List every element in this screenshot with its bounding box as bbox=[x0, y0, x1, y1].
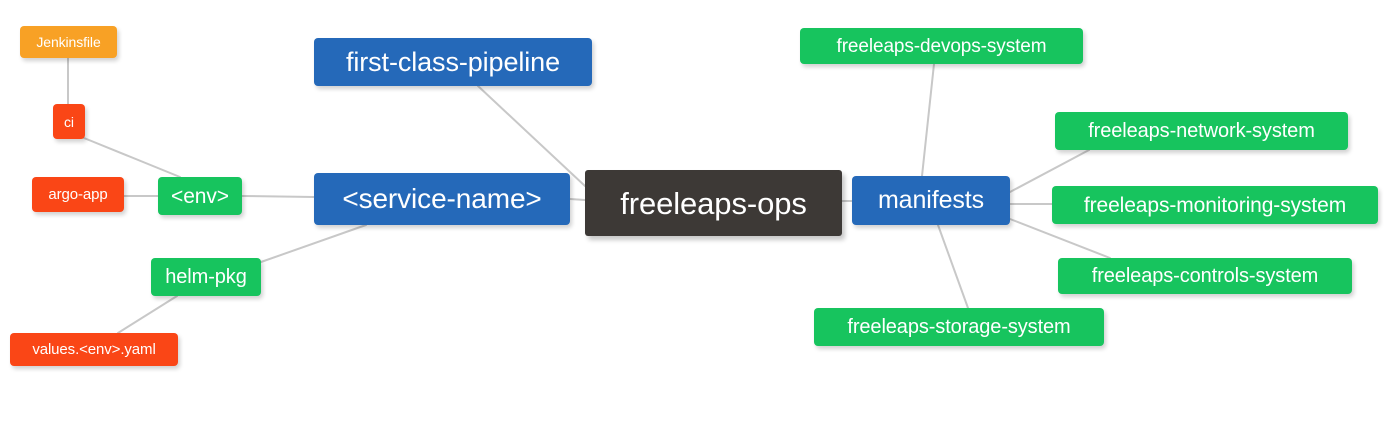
node-controls-system[interactable]: freeleaps-controls-system bbox=[1058, 258, 1352, 294]
node-env[interactable]: <env> bbox=[158, 177, 242, 215]
edge-service-name-to-env bbox=[241, 195, 315, 198]
edge-manifests-to-devops-system bbox=[921, 63, 935, 177]
edge-service-name-to-helm-pkg bbox=[260, 224, 367, 263]
node-storage-system[interactable]: freeleaps-storage-system bbox=[814, 308, 1104, 346]
edge-freeleaps-ops-to-first-class-pipeline bbox=[477, 85, 586, 187]
node-first-class-pipeline[interactable]: first-class-pipeline bbox=[314, 38, 592, 86]
node-values-yaml[interactable]: values.<env>.yaml bbox=[10, 333, 178, 366]
node-monitoring-system[interactable]: freeleaps-monitoring-system bbox=[1052, 186, 1378, 224]
node-network-system[interactable]: freeleaps-network-system bbox=[1055, 112, 1348, 150]
edge-helm-pkg-to-values-yaml bbox=[117, 295, 178, 334]
edge-manifests-to-storage-system bbox=[937, 224, 969, 309]
edge-manifests-to-controls-system bbox=[1009, 218, 1111, 259]
node-manifests[interactable]: manifests bbox=[852, 176, 1010, 225]
node-jenkinsfile[interactable]: Jenkinsfile bbox=[20, 26, 117, 58]
edge-env-to-ci bbox=[83, 137, 181, 178]
node-helm-pkg[interactable]: helm-pkg bbox=[151, 258, 261, 296]
edge-freeleaps-ops-to-service-name bbox=[569, 198, 586, 201]
node-devops-system[interactable]: freeleaps-devops-system bbox=[800, 28, 1083, 64]
node-service-name[interactable]: <service-name> bbox=[314, 173, 570, 225]
node-ci[interactable]: ci bbox=[53, 104, 85, 139]
node-argo-app[interactable]: argo-app bbox=[32, 177, 124, 212]
node-freeleaps-ops[interactable]: freeleaps-ops bbox=[585, 170, 842, 236]
